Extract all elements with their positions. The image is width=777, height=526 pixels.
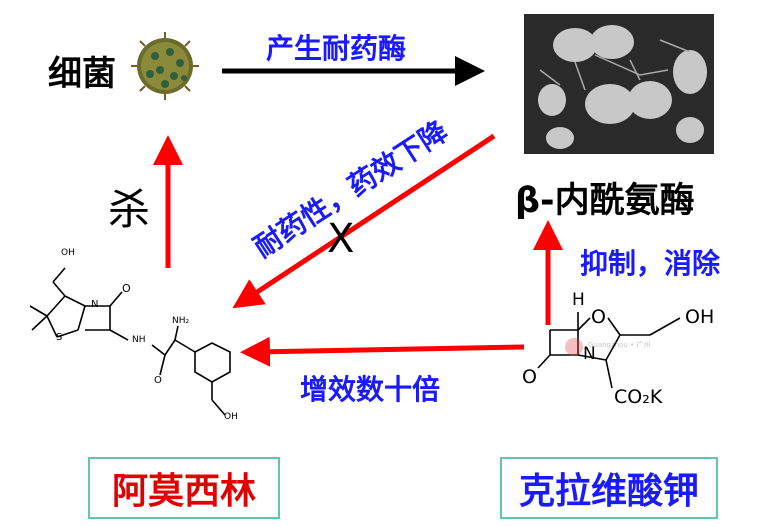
clavulanate-box: 克拉维酸钾: [500, 457, 718, 519]
clav-oh-label: OH: [685, 306, 715, 328]
enzyme-label: β-内酰氨酶: [515, 181, 695, 221]
arrow-resistance: [232, 133, 496, 309]
arrow-efficacy: [240, 336, 525, 367]
amox-o-label: O: [122, 282, 131, 295]
clav-co2k-label: CO₂K: [614, 386, 663, 408]
clav-o-ring-label: O: [591, 306, 606, 328]
svg-text:Guangzhou • 广州: Guangzhou • 广州: [588, 340, 650, 349]
amoxicillin-structure: [29, 267, 231, 416]
bacteria-label: 细菌: [48, 54, 116, 94]
produce-enzyme-label: 产生耐药酶: [266, 32, 407, 65]
amox-oh-top-label: OH: [61, 248, 75, 258]
amox-oh-bottom-label: OH: [224, 412, 238, 422]
clav-h-label: H: [572, 290, 585, 310]
blocked-x-mark: X: [327, 216, 355, 262]
clavulanate-structure: [537, 312, 681, 389]
bacteria-image: [131, 30, 199, 105]
clav-o-label: O: [522, 366, 537, 388]
inhibit-label: 抑制，消除: [580, 247, 721, 280]
efficacy-label: 增效数十倍: [300, 373, 441, 406]
amox-s-label: S: [56, 332, 63, 343]
amox-nh-label: NH: [132, 335, 146, 345]
clavulanate-label: 克拉维酸钾: [518, 471, 699, 512]
micrograph-image: [524, 14, 714, 154]
amox-o2-label: O: [154, 375, 162, 386]
amoxicillin-label: 阿莫西林: [111, 471, 256, 512]
amox-n-label: N: [91, 299, 99, 310]
amox-nh2-label: NH₂: [172, 316, 190, 326]
amoxicillin-box: 阿莫西林: [88, 457, 280, 519]
clavulanate-watermark: Guangzhou • 广州: [565, 338, 650, 356]
kill-label: 杀: [108, 185, 151, 234]
clav-n-label: N: [583, 344, 596, 364]
